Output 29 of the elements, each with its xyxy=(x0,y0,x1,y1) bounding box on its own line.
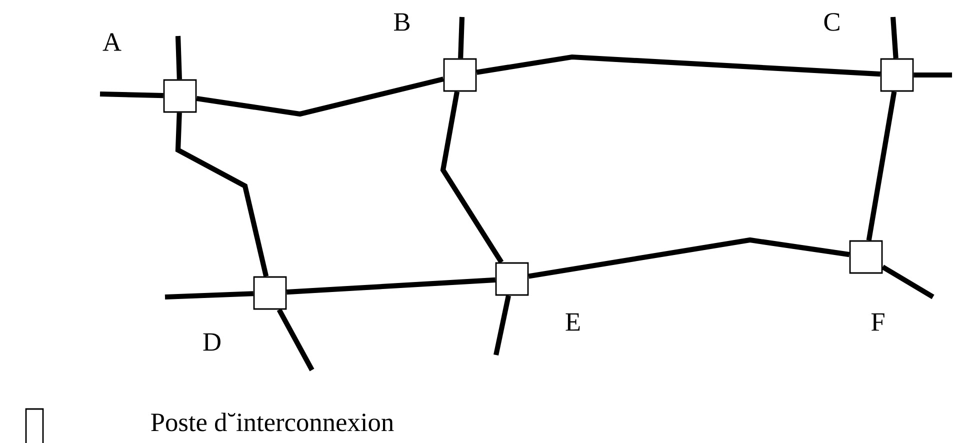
line xyxy=(458,16,465,58)
substation-box xyxy=(163,79,197,113)
line xyxy=(440,91,504,264)
substation-box xyxy=(880,58,914,92)
line xyxy=(528,237,850,279)
line xyxy=(476,54,880,77)
line xyxy=(164,291,254,300)
line xyxy=(286,277,496,295)
node-label: A xyxy=(102,33,122,51)
node-label: C xyxy=(824,13,840,31)
node-label: B xyxy=(394,13,410,31)
line xyxy=(276,308,314,372)
line xyxy=(196,76,444,117)
node-label: D xyxy=(203,333,220,351)
substation-box xyxy=(495,262,529,296)
line xyxy=(175,36,182,80)
line xyxy=(890,16,898,58)
line xyxy=(175,112,269,277)
substation-box xyxy=(443,58,477,92)
legend-text: Poste d˘interconnexion xyxy=(151,412,394,432)
node-label: F xyxy=(871,313,884,331)
line xyxy=(100,91,164,98)
line xyxy=(494,295,511,356)
line xyxy=(881,264,934,300)
line xyxy=(866,91,897,241)
substation-box xyxy=(253,276,287,310)
substation-box xyxy=(849,240,883,274)
line xyxy=(914,72,952,78)
node-label: E xyxy=(566,313,580,331)
